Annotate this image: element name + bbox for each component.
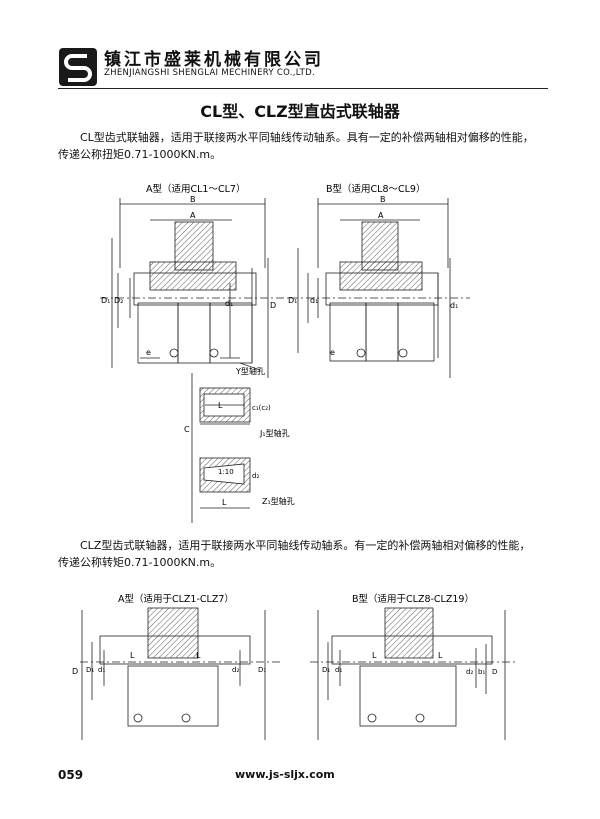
dim-l-z1: L: [222, 498, 227, 507]
cl-description: CL型齿式联轴器，适用于联接两水平同轴线传动轴系。具有一定的补偿两轴相对偏移的性…: [58, 129, 558, 163]
clz-dim-sd2-b: d₂: [466, 668, 473, 676]
dim-d2-a: D₂: [114, 296, 123, 305]
cl-fig-b-caption: B型（适用CL8～CL9）: [326, 183, 425, 195]
bore-detail-drawings: [191, 373, 251, 523]
cl-type-a-drawing: [100, 198, 290, 378]
clz-dim-bd1-a: D₁: [258, 666, 266, 674]
page-title: CL型、CLZ型直齿式联轴器: [200, 102, 400, 121]
clz-drawings: A型（适用于CLZ1-CLZ7） B型（适用于CLZ8-CLZ19） D D₁ …: [72, 593, 515, 740]
cl-fig-a-caption: A型（适用CL1～CL7）: [146, 183, 245, 195]
bore-z1-label: Z₁型轴孔: [262, 496, 295, 506]
clz-description-line2: 传递公称转矩0.71-1000KN.m。: [58, 556, 222, 569]
clz-dim-l1-b: L: [372, 651, 377, 660]
dim-a-a: A: [190, 211, 196, 220]
dim-d1-b: D₁: [288, 296, 297, 305]
header-divider: [58, 88, 548, 89]
company-name-cn: 镇江市盛莱机械有限公司: [104, 50, 324, 70]
clz-dim-d1-a: D₁: [86, 666, 94, 674]
clz-dim-d-a: D: [72, 667, 78, 676]
clz-dim-sd2-a: d₂: [232, 666, 239, 674]
bore-j1-label: J₁型轴孔: [259, 428, 290, 438]
dim-ct: c₁(c₂): [252, 404, 271, 412]
company-website-link[interactable]: www.js-sljx.com: [235, 768, 335, 781]
cl-drawings: A型（适用CL1～CL7） B型（适用CL8～CL9） B A B A D₁ D…: [100, 183, 470, 523]
clz-dim-l1-a: L: [130, 651, 135, 660]
dim-sd1-b2: d₁: [450, 301, 458, 310]
clz-dim-sd1-a: d₁: [98, 666, 105, 674]
dim-e-a: e: [146, 348, 151, 357]
clz-dim-bd-b: D: [492, 668, 497, 676]
dim-d1-a: D₁: [101, 296, 110, 305]
clz-description: CLZ型齿式联轴器，适用于联接两水平同轴线传动轴系。有一定的补偿两轴相对偏移的性…: [58, 537, 558, 571]
page-number: 059: [58, 768, 84, 782]
clz-fig-b-caption: B型（适用于CLZ8-CLZ19）: [352, 593, 474, 605]
company-name-en: ZHENJIANGSHI SHENGLAI MECHINERY CO.,LTD.: [104, 68, 315, 78]
cl-description-line2: 传递公称扭矩0.71-1000KN.m。: [58, 148, 222, 161]
dim-bigd-a: D: [270, 301, 276, 310]
dim-sd1-b: d₁: [310, 296, 318, 305]
company-logo-icon: [58, 47, 98, 87]
clz-dim-l2-a: L: [196, 651, 201, 660]
dim-sd2: d₂: [252, 472, 259, 480]
clz-type-a-drawing: [80, 607, 280, 740]
dim-sd1-a: d₁: [225, 299, 233, 308]
dim-b-b: B: [380, 195, 386, 204]
clz-description-line1: CLZ型齿式联轴器，适用于联接两水平同轴线传动轴系。有一定的补偿两轴相对偏移的性…: [80, 539, 531, 552]
clz-type-b-drawing: [310, 607, 515, 740]
clz-dim-b1-b: b₁: [478, 668, 485, 676]
clz-dim-l2-b: L: [438, 651, 443, 660]
cl-description-line1: CL型齿式联轴器，适用于联接两水平同轴线传动轴系。具有一定的补偿两轴相对偏移的性…: [80, 131, 534, 144]
dim-c: C: [184, 425, 190, 434]
bore-y-label: Y型轴孔: [235, 366, 265, 376]
dim-a-b: A: [378, 211, 384, 220]
clz-dim-d-b: D₁: [322, 666, 330, 674]
dim-b-a: B: [190, 195, 196, 204]
clz-dim-sd1-b: d₁: [335, 666, 342, 674]
dim-ratio: 1:10: [218, 468, 234, 476]
dim-l-j1: L: [218, 401, 223, 410]
dim-e-b: e: [330, 348, 335, 357]
clz-fig-a-caption: A型（适用于CLZ1-CLZ7）: [118, 593, 234, 605]
cl-type-b-drawing: [290, 198, 470, 378]
